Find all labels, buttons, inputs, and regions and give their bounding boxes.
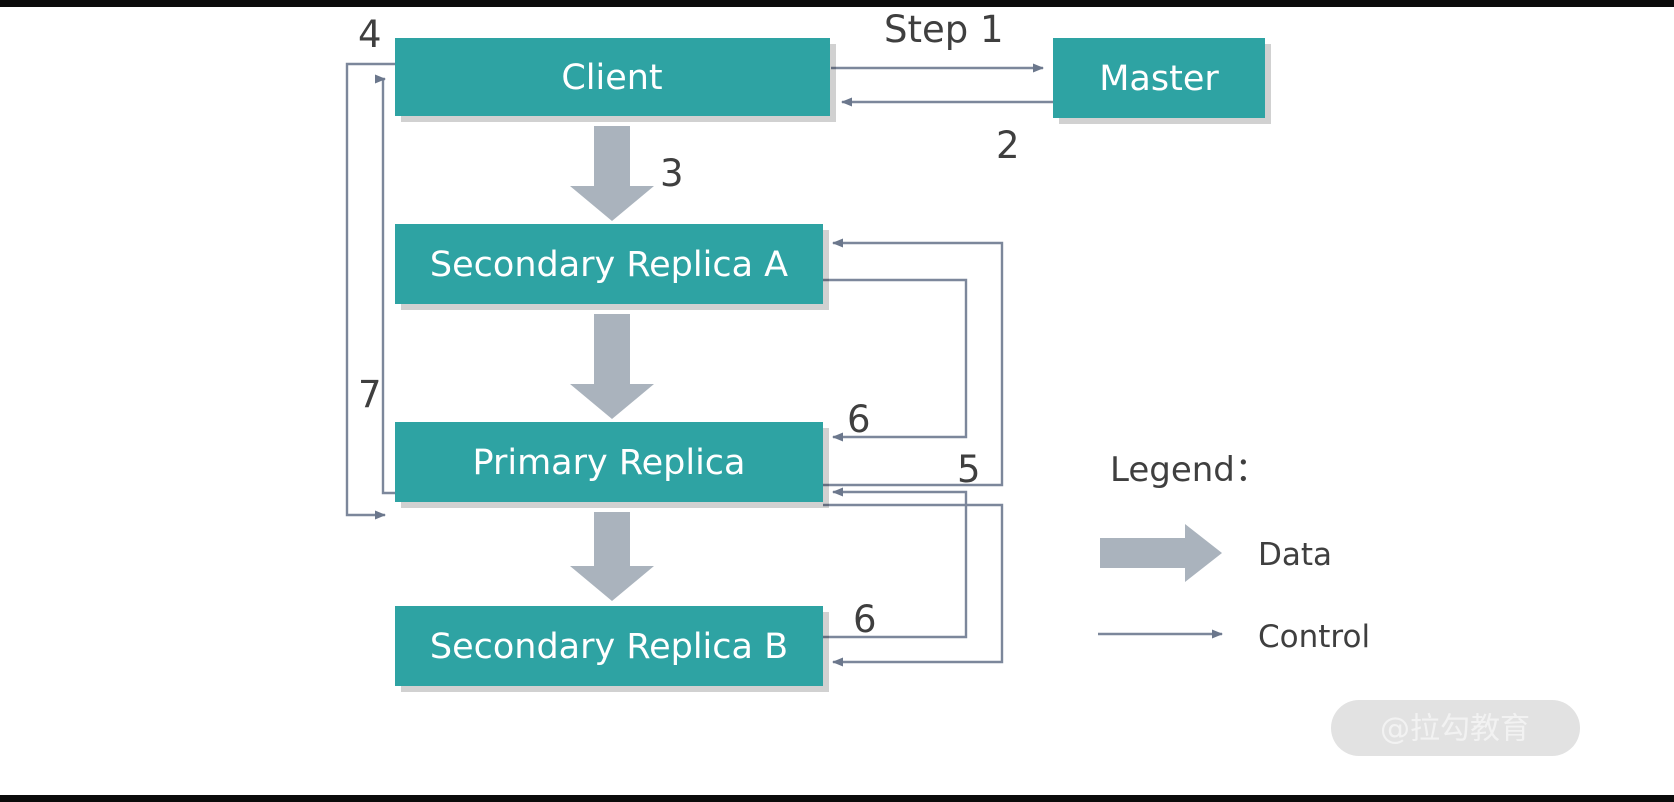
top-letterbox-bar	[0, 0, 1674, 7]
data-arrow-icon	[1100, 524, 1222, 582]
control-arrow-step6a	[823, 278, 968, 442]
data-arrow-secondaryA-to-primary	[570, 314, 654, 419]
legend-title: Legend：	[1110, 450, 1269, 490]
node-secondary-replica-b[interactable]: Secondary Replica B	[395, 606, 829, 692]
step-label-step1: Step 1	[884, 8, 1004, 51]
legend-item-data: Data	[1100, 524, 1332, 582]
node-primary-replica[interactable]: Primary Replica	[395, 422, 829, 508]
control-arrow-step5b	[823, 503, 1004, 667]
step-label-step6a: 6	[847, 398, 871, 441]
step-label-step7: 7	[358, 373, 382, 416]
legend-item-control-label: Control	[1258, 619, 1370, 655]
step-label-step6b: 6	[853, 598, 877, 641]
node-secondary-replica-a-label: Secondary Replica A	[430, 245, 788, 285]
step-label-step3: 3	[660, 152, 684, 195]
node-client[interactable]: Client	[395, 38, 836, 122]
node-secondary-replica-a[interactable]: Secondary Replica A	[395, 224, 829, 310]
node-master-label: Master	[1099, 59, 1219, 99]
watermark-text: @拉勾教育	[1380, 712, 1530, 747]
legend-item-data-label: Data	[1258, 537, 1332, 573]
data-arrow-client-to-secondaryA	[570, 126, 654, 221]
control-arrow-step4	[345, 62, 395, 520]
step-label-step5: 5	[957, 448, 981, 491]
node-secondary-replica-b-label: Secondary Replica B	[430, 627, 788, 667]
control-arrow-step5	[823, 238, 1004, 487]
step-label-step4: 4	[358, 13, 382, 56]
node-master[interactable]: Master	[1053, 38, 1271, 124]
step-label-step2: 2	[996, 124, 1020, 167]
node-primary-replica-label: Primary Replica	[472, 443, 745, 483]
node-client-label: Client	[561, 58, 662, 98]
control-arrow-step7	[375, 74, 395, 495]
bottom-letterbox-bar	[0, 795, 1674, 802]
data-arrow-primary-to-secondaryB	[570, 512, 654, 601]
watermark: @拉勾教育	[1331, 700, 1580, 756]
legend-item-control: Control	[1098, 619, 1370, 655]
control-arrow-step6b	[823, 487, 968, 639]
legend: Legend： Data Control	[1098, 450, 1370, 655]
